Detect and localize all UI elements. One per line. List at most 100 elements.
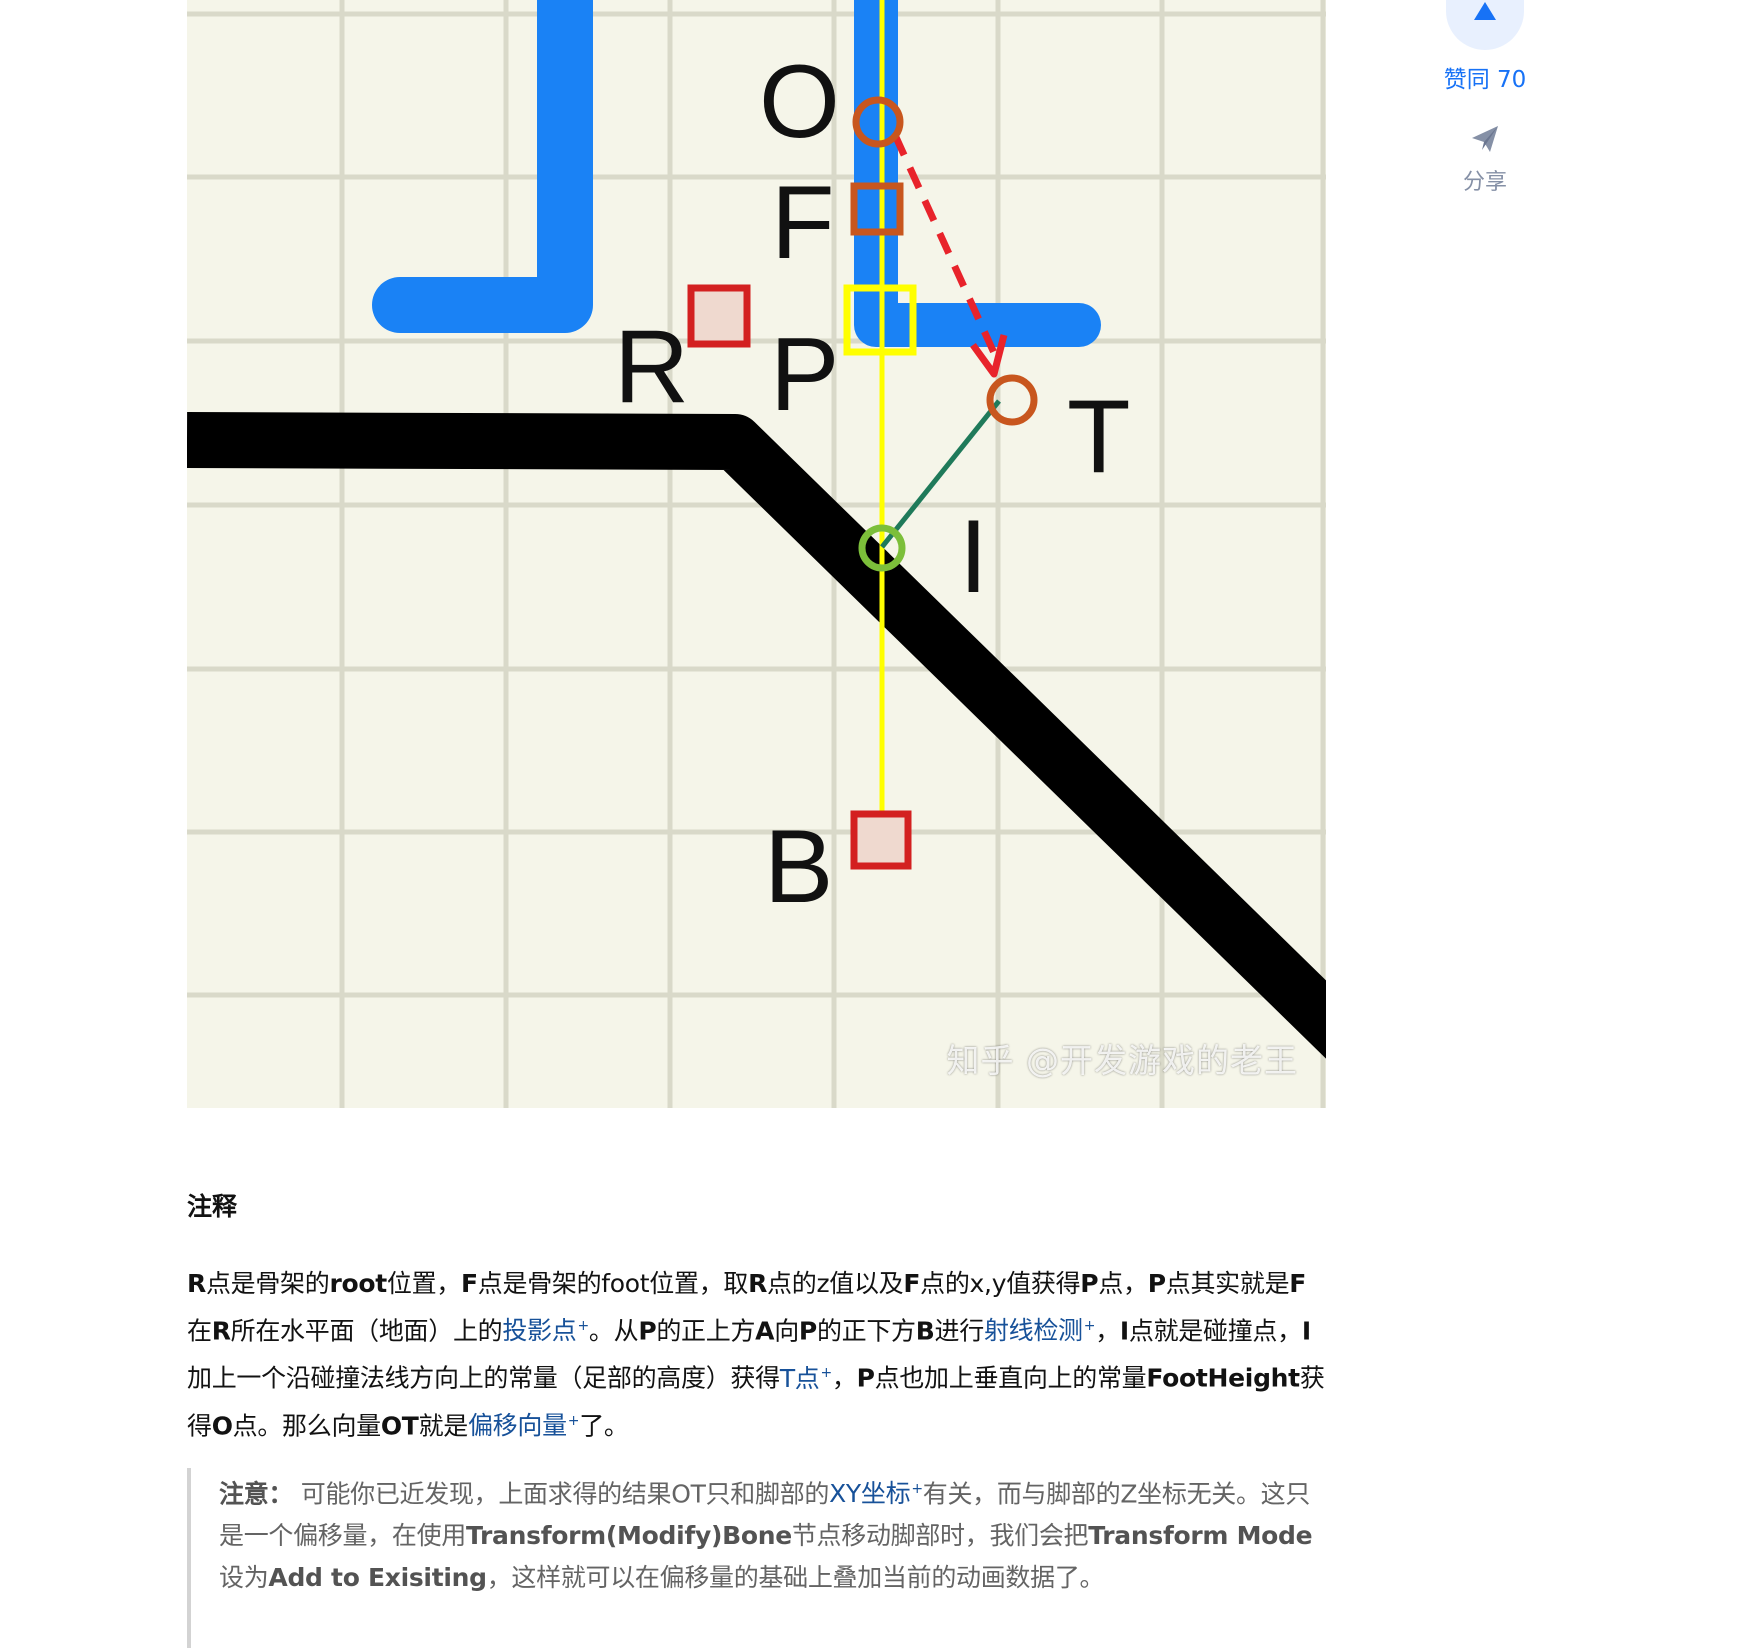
- text-run: 位置，: [386, 1269, 462, 1298]
- sparkle-icon: +: [1083, 1318, 1096, 1334]
- offset-vector: [891, 133, 999, 357]
- bold-term: F: [461, 1269, 478, 1298]
- text-run: 点就是碰撞点，: [1128, 1316, 1302, 1346]
- watermark: 知乎 @开发游戏的老王: [946, 1041, 1298, 1080]
- bold-term: O: [211, 1410, 233, 1440]
- bold-term: R: [211, 1316, 231, 1346]
- text-run: 。从: [588, 1316, 639, 1346]
- bold-term: FootHeight: [1146, 1363, 1300, 1393]
- share-label[interactable]: 分享: [1462, 170, 1507, 195]
- quote-label: 注意：: [219, 1479, 294, 1509]
- share-button[interactable]: 分享: [1420, 124, 1550, 196]
- paper-plane-icon: [1472, 126, 1498, 152]
- text-run: 的正上方: [656, 1316, 756, 1346]
- bold-term: R: [748, 1269, 768, 1298]
- bold-term: Transform(Modify)Bone: [466, 1521, 792, 1551]
- text-run: 获得: [187, 1363, 1325, 1440]
- sparkle-icon: +: [567, 1412, 580, 1429]
- label-i: I: [959, 499, 988, 615]
- ik-diagram-figure: O F R P T I B 知乎 @开发游戏的老王: [187, 0, 1326, 1108]
- label-b: B: [764, 809, 833, 925]
- bold-term: F: [903, 1269, 921, 1298]
- label-o: O: [759, 44, 840, 160]
- text-run: ，这样就可以在偏移量的基础上叠加当前的动画数据了。: [486, 1563, 1105, 1593]
- text-run: 进行: [934, 1316, 985, 1346]
- text-run: 就是: [418, 1410, 469, 1440]
- text-run: ，: [1095, 1316, 1120, 1346]
- bold-term: P: [856, 1363, 875, 1393]
- link-text[interactable]: XY坐标: [829, 1479, 911, 1509]
- point-f-marker: [850, 182, 904, 236]
- text-run: 点，: [1098, 1269, 1148, 1298]
- link-projection-point[interactable]: 投影点+: [502, 1316, 589, 1345]
- bold-term: root: [329, 1269, 387, 1298]
- bold-term: B: [915, 1316, 935, 1346]
- triangle-up-icon: [1474, 2, 1496, 20]
- sparkle-icon: +: [911, 1481, 923, 1497]
- label-f: F: [771, 165, 835, 281]
- text-run: 在: [187, 1316, 212, 1346]
- bold-term: P: [638, 1316, 657, 1346]
- link-text[interactable]: T点: [779, 1363, 820, 1393]
- text-run: 点也加上垂直向上的常量: [874, 1363, 1147, 1393]
- text-run: 可能你已近发现，上面求得的结果OT只和脚部的: [293, 1479, 830, 1509]
- sparkle-icon: +: [820, 1365, 832, 1382]
- vote-button[interactable]: [1446, 0, 1524, 50]
- bold-term: P: [798, 1316, 817, 1346]
- text-run: 节点移动脚部时，我们会把: [791, 1521, 1089, 1551]
- text-run: 的正下方: [816, 1316, 916, 1346]
- text-run: 有关，而与脚部的Z坐标无关。这只是一个偏移量，在使用: [219, 1479, 1311, 1551]
- text-run: 点是骨架的foot位置，取: [477, 1269, 749, 1298]
- bold-term: I: [1301, 1316, 1311, 1346]
- point-i-marker: [858, 524, 906, 572]
- link-t-point[interactable]: T点+: [780, 1364, 832, 1393]
- article-paragraph: R点是骨架的root位置，F点是骨架的foot位置，取R点的z值以及F点的x,y…: [187, 1263, 1327, 1447]
- section-heading: 注释: [187, 1192, 238, 1221]
- text-run: 加上一个沿碰撞法线方向上的常量（足部的高度）获得: [187, 1363, 780, 1393]
- left-leg: [372, 0, 593, 333]
- label-p: P: [770, 317, 839, 433]
- skeleton-legs: [372, 0, 593, 333]
- offset-vector-arrowhead: [970, 334, 1008, 378]
- link-ray-trace[interactable]: 射线检测+: [983, 1316, 1096, 1346]
- vote-label[interactable]: 赞同 70: [1443, 67, 1527, 93]
- action-sidebar: 赞同 70 分享: [1420, 0, 1550, 196]
- bold-term: Transform Mode: [1088, 1521, 1313, 1551]
- point-o-marker: [852, 96, 904, 148]
- text-run: 点是骨架的: [205, 1269, 330, 1298]
- bold-term: P: [1080, 1269, 1099, 1298]
- bold-term: Add to Exisiting: [268, 1563, 487, 1593]
- bold-term: P: [1147, 1269, 1166, 1298]
- label-r: R: [614, 309, 689, 425]
- bold-term: OT: [380, 1410, 419, 1440]
- link-text[interactable]: 射线检测: [983, 1316, 1083, 1346]
- point-p-marker: [843, 284, 917, 356]
- bold-term: I: [1119, 1316, 1129, 1346]
- text-run: 设为: [219, 1563, 269, 1593]
- text-run: 点的z值以及: [767, 1269, 904, 1298]
- point-r-marker: [687, 284, 751, 348]
- text-run: 向: [774, 1316, 799, 1346]
- grid-lines: [187, 0, 1326, 1108]
- text-run: 点。那么向量: [232, 1410, 382, 1440]
- text-run: 了。: [579, 1410, 629, 1440]
- text-run: 点其实就是: [1165, 1269, 1290, 1298]
- bold-term: R: [187, 1269, 206, 1298]
- link-text[interactable]: 投影点: [502, 1316, 577, 1346]
- link-xy-coordinate[interactable]: XY坐标+: [829, 1479, 923, 1508]
- normal-line: [880, 399, 1001, 549]
- note-blockquote: 注意： 可能你已近发现，上面求得的结果OT只和脚部的XY坐标+有关，而与脚部的Z…: [187, 1468, 1327, 1648]
- bold-term: F: [1289, 1269, 1307, 1298]
- ground-line: [187, 412, 1326, 1059]
- sparkle-icon: +: [577, 1318, 589, 1334]
- link-offset-vector[interactable]: 偏移向量+: [467, 1410, 580, 1440]
- label-t: T: [1067, 379, 1131, 495]
- text-run: ，: [831, 1363, 857, 1393]
- right-leg: [854, 0, 1101, 347]
- point-t-marker: [986, 374, 1038, 426]
- text-run: 点的x,y值获得: [920, 1269, 1081, 1298]
- bold-term: A: [755, 1316, 775, 1346]
- link-text[interactable]: 偏移向量: [467, 1410, 567, 1440]
- text-run: 所在水平面（地面）上的: [230, 1316, 503, 1346]
- point-b-marker: [850, 810, 912, 870]
